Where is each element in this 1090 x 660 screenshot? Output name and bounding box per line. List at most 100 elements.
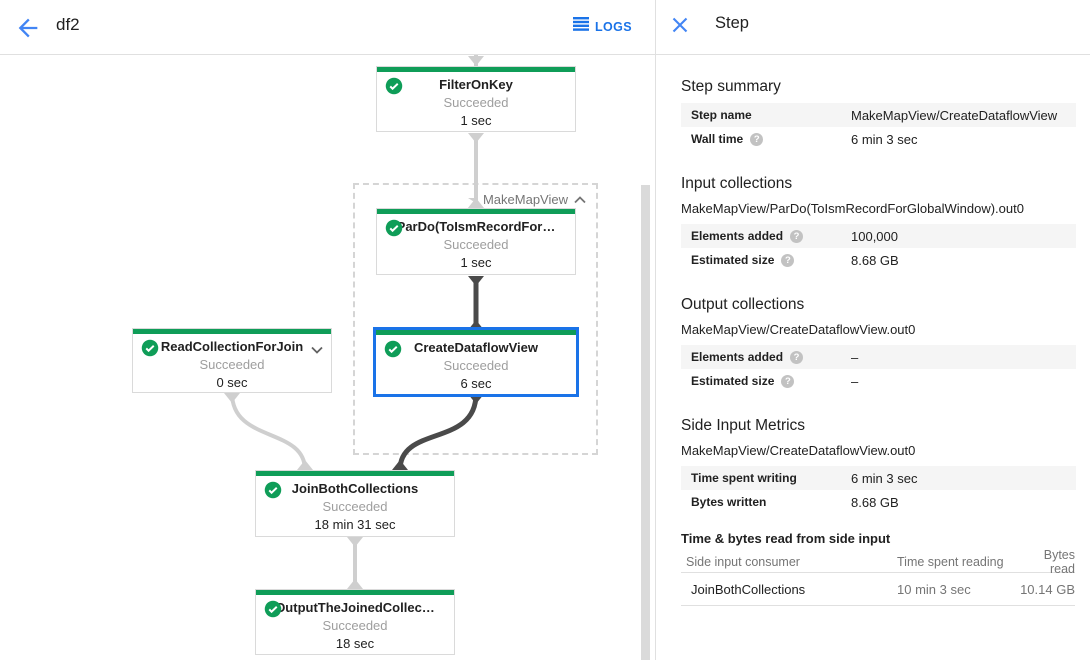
step-panel-header: Step	[656, 0, 1090, 55]
node-time: 6 sec	[460, 376, 492, 391]
metric-value: –	[851, 373, 859, 389]
node-time: 0 sec	[216, 375, 248, 390]
chevron-up-icon	[574, 192, 586, 207]
metric-label: Time spent writing	[691, 471, 797, 485]
metric-value: 8.68 GB	[851, 494, 899, 510]
success-check-icon	[141, 339, 159, 362]
metric-row-elements-added: Elements added ? 100,000	[681, 224, 1076, 248]
graph-node-pardo-toismrecord[interactable]: ParDo(ToIsmRecordFor… Succeeded 1 sec	[376, 208, 576, 275]
node-status-bar	[256, 471, 454, 476]
table-row: JoinBothCollections 10 min 3 sec 10.14 G…	[681, 573, 1075, 606]
col-header-bytes-read: Bytes read	[1043, 547, 1075, 576]
node-time: 1 sec	[460, 113, 492, 128]
metric-row-bytes-written: Bytes written 8.68 GB	[681, 490, 1076, 514]
group-label-text: MakeMapView	[482, 192, 568, 207]
logs-list-icon	[572, 17, 589, 36]
graph-edges	[224, 55, 484, 589]
metric-label: Elements added	[691, 350, 784, 364]
metric-row-time-spent-writing: Time spent writing 6 min 3 sec	[681, 466, 1076, 490]
node-status-bar	[376, 330, 576, 335]
metric-row-estimated-size: Estimated size ? –	[681, 369, 1076, 393]
node-time: 18 sec	[335, 636, 375, 651]
success-check-icon	[264, 481, 282, 504]
graph-canvas[interactable]: MakeMapView	[0, 55, 655, 660]
cell-side-input-consumer: JoinBothCollections	[691, 581, 806, 597]
help-icon[interactable]: ?	[781, 374, 795, 388]
metric-value: MakeMapView/CreateDataflowView	[851, 107, 1058, 123]
help-icon[interactable]: ?	[790, 229, 804, 243]
node-status-bar	[377, 67, 575, 72]
side-input-table: Side input consumer Time spent reading B…	[681, 547, 1075, 606]
back-arrow-icon[interactable]	[14, 14, 42, 42]
metric-label: Bytes written	[691, 495, 767, 509]
success-check-icon	[385, 77, 403, 100]
graph-node-joinbothcollections[interactable]: JoinBothCollections Succeeded 18 min 31 …	[255, 470, 455, 537]
node-time: 18 min 31 sec	[314, 517, 396, 532]
job-title: df2	[56, 15, 80, 34]
node-status: Succeeded	[322, 499, 388, 514]
cell-bytes-read: 10.14 GB	[1020, 581, 1075, 597]
graph-node-outputthejoinedcollection[interactable]: OutputTheJoinedCollec… Succeeded 18 sec	[255, 589, 455, 655]
metric-value: 100,000	[851, 228, 898, 244]
panel-title: Step	[715, 14, 749, 32]
metric-label: Estimated size	[691, 374, 775, 388]
success-check-icon	[384, 340, 402, 363]
logs-button-label: LOGS	[594, 19, 632, 34]
help-icon[interactable]: ?	[790, 350, 804, 364]
table-header-row: Side input consumer Time spent reading B…	[681, 547, 1075, 576]
section-heading-side-input-metrics: Side Input Metrics	[681, 417, 806, 434]
job-header: df2 LOGS	[0, 0, 655, 55]
section-heading-step-summary: Step summary	[681, 78, 781, 95]
metric-value: –	[851, 349, 859, 365]
step-panel-body: Step summary Step name MakeMapView/Creat…	[656, 77, 1090, 606]
graph-node-filteronkey[interactable]: FilterOnKey Succeeded 1 sec	[376, 66, 576, 132]
close-icon[interactable]	[672, 17, 692, 37]
node-status-bar	[133, 329, 331, 334]
node-status: Succeeded	[199, 357, 265, 372]
node-title: ParDo(ToIsmRecordFor…	[396, 219, 556, 234]
section-heading-input-collections: Input collections	[681, 175, 793, 192]
metric-row-step-name: Step name MakeMapView/CreateDataflowView	[681, 103, 1076, 127]
graph-node-readcollectionforjoin[interactable]: ReadCollectionForJoin Succeeded 0 sec	[132, 328, 332, 393]
node-status-bar	[256, 590, 454, 595]
node-status-bar	[377, 209, 575, 214]
vertical-scrollbar[interactable]	[641, 185, 650, 660]
node-title: OutputTheJoinedCollec…	[275, 600, 435, 615]
metric-label: Estimated size	[691, 253, 775, 267]
metric-label: Elements added	[691, 229, 784, 243]
node-title: FilterOnKey	[439, 77, 513, 92]
node-status: Succeeded	[443, 237, 509, 252]
job-graph-pane: df2 LOGS MakeMapView	[0, 0, 655, 660]
logs-button[interactable]: LOGS	[572, 17, 632, 36]
node-title: JoinBothCollections	[291, 481, 419, 496]
metric-value: 6 min 3 sec	[851, 470, 918, 486]
node-time: 1 sec	[460, 255, 492, 270]
input-collection-name: MakeMapView/ParDo(ToIsmRecordForGlobalWi…	[681, 201, 1024, 216]
node-title: CreateDataflowView	[413, 340, 539, 355]
node-title: ReadCollectionForJoin	[160, 339, 304, 354]
cell-time-spent-reading: 10 min 3 sec	[897, 581, 971, 597]
graph-node-createdataflowview[interactable]: CreateDataflowView Succeeded 6 sec	[373, 327, 579, 397]
output-collection-name: MakeMapView/CreateDataflowView.out0	[681, 322, 916, 337]
side-input-table-heading: Time & bytes read from side input	[681, 531, 891, 546]
metric-value: 6 min 3 sec	[851, 131, 918, 147]
help-icon[interactable]: ?	[781, 253, 795, 267]
metric-row-elements-added: Elements added ? –	[681, 345, 1076, 369]
col-header-time-spent-reading: Time spent reading	[897, 554, 1004, 569]
metric-value: 8.68 GB	[851, 252, 899, 268]
col-header-side-input-consumer: Side input consumer	[686, 554, 800, 569]
success-check-icon	[385, 219, 403, 242]
chevron-down-icon[interactable]	[311, 341, 323, 359]
success-check-icon	[264, 600, 282, 623]
section-heading-output-collections: Output collections	[681, 296, 805, 313]
node-status: Succeeded	[443, 95, 509, 110]
help-icon[interactable]: ?	[750, 132, 764, 146]
side-input-collection-name: MakeMapView/CreateDataflowView.out0	[681, 443, 916, 458]
metric-row-wall-time: Wall time ? 6 min 3 sec	[681, 127, 1076, 151]
metric-row-estimated-size: Estimated size ? 8.68 GB	[681, 248, 1076, 272]
step-detail-panel: Step Step summary Step name MakeMapView/…	[655, 0, 1090, 660]
group-makemapview-header[interactable]: MakeMapView	[483, 192, 586, 207]
metric-label: Wall time	[691, 132, 744, 146]
node-status: Succeeded	[443, 358, 509, 373]
